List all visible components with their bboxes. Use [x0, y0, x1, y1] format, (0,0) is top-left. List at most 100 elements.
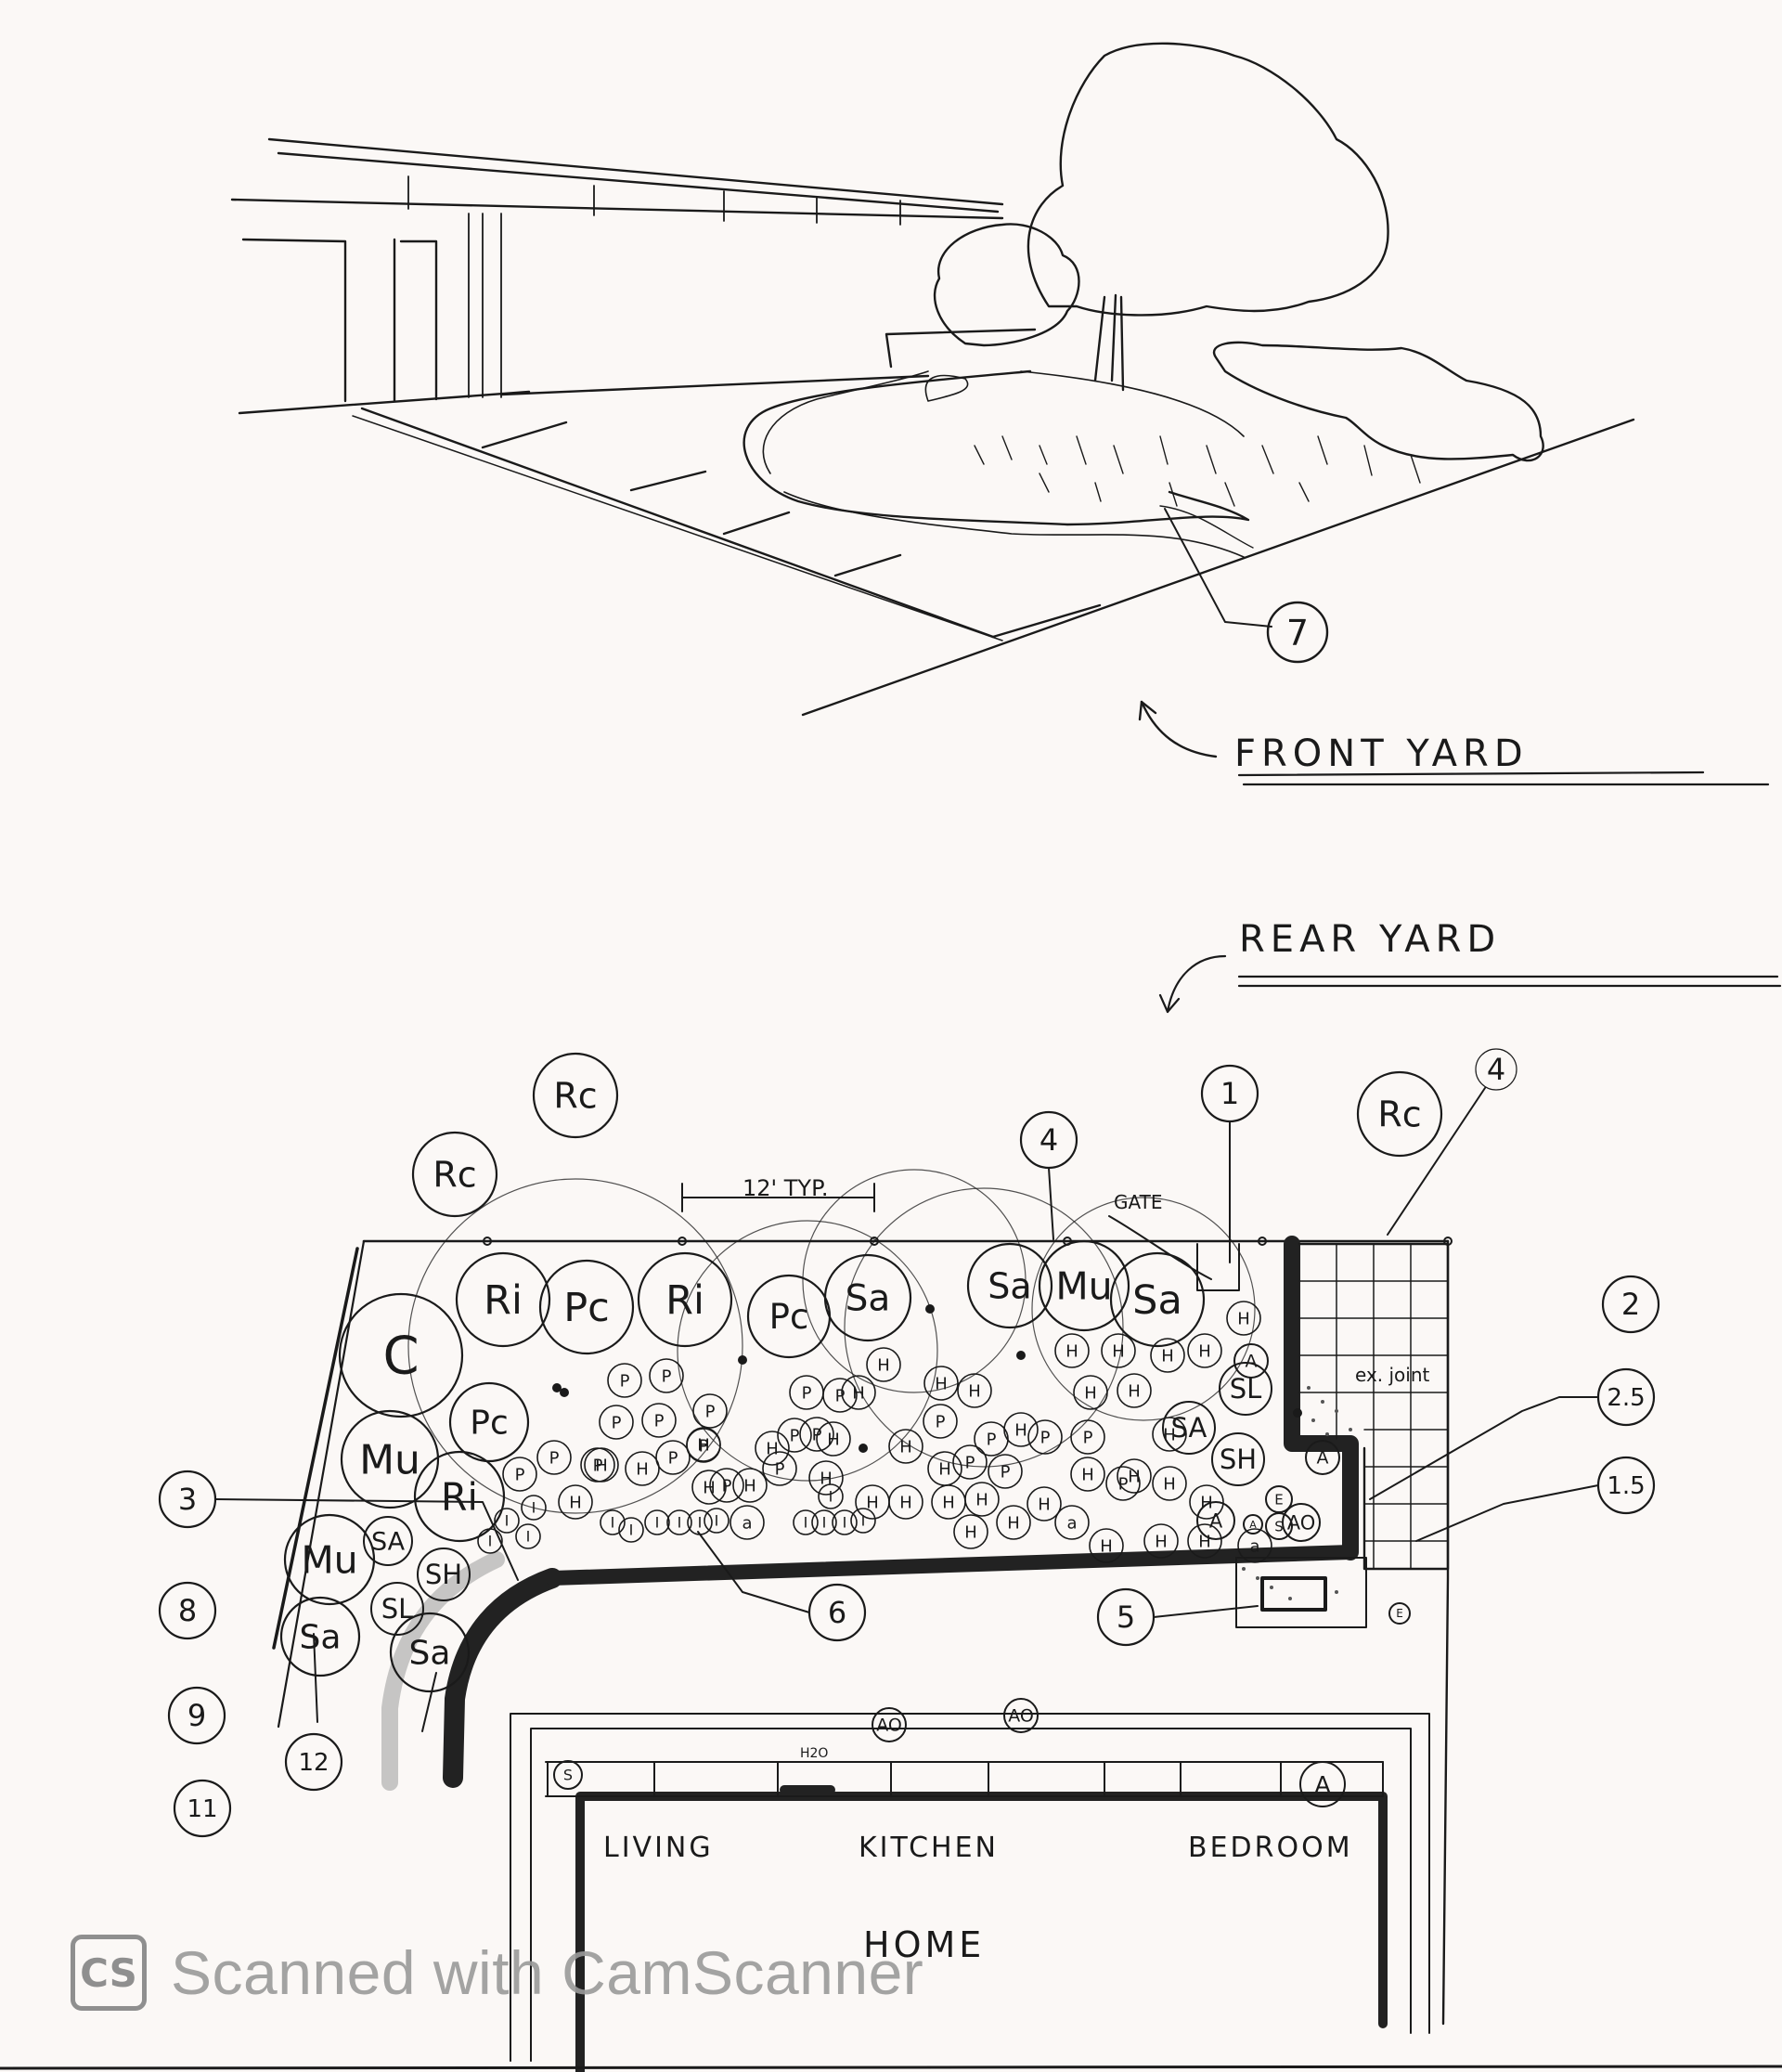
callout-leader-8 [697, 1531, 810, 1613]
plant-small-54-label: H [1007, 1513, 1020, 1533]
plant-small-57: H [855, 1484, 890, 1520]
plant-small-51-label: H [1198, 1532, 1211, 1551]
plant-medium-3-label: SL [1230, 1373, 1262, 1405]
plant-small-30-label: H [766, 1439, 779, 1458]
plant-large-4-label: C [382, 1327, 419, 1387]
rear-yard-title-text: REAR YARD [1239, 918, 1501, 961]
plant-small-45-label: H [1084, 1383, 1097, 1403]
callout-3: 2 [1601, 1275, 1660, 1334]
plant-medium-17: E [1388, 1602, 1411, 1625]
plant-large-18-label: Sa [409, 1635, 451, 1673]
callout-14-label: 12 [298, 1749, 329, 1777]
plant-small-73-label: I [822, 1514, 827, 1532]
plant-medium-12-label: AO [1008, 1706, 1034, 1727]
plant-medium-14: S [553, 1760, 583, 1790]
callout-leader-5 [1048, 1167, 1054, 1240]
boulder-dot-7 [1293, 1408, 1302, 1418]
plant-large-5: Ri [455, 1251, 551, 1348]
home-label: HOME [863, 1924, 985, 1965]
plant-small-77-label: a [742, 1513, 752, 1533]
plant-large-9: Sa [823, 1253, 912, 1342]
plant-small-15: P [777, 1418, 812, 1453]
h2o-label: H2O [800, 1746, 828, 1761]
plant-small-4-label: P [654, 1411, 665, 1431]
plant-small-71: I [704, 1508, 730, 1534]
plant-small-52: H [1143, 1523, 1179, 1559]
plant-medium-7: A [1233, 1343, 1269, 1379]
plant-medium-8: A [1305, 1440, 1340, 1475]
plant-small-59: H [1070, 1457, 1105, 1492]
plant-medium-18-label: A [1249, 1519, 1257, 1531]
plant-large-3-label: Rc [1377, 1094, 1421, 1134]
plant-large-11-label: Mu [1055, 1263, 1112, 1308]
plant-small-72: I [793, 1509, 819, 1535]
plant-small-10-label: P [668, 1448, 678, 1468]
plant-small-48-label: H [1128, 1467, 1141, 1486]
plant-small-46-label: H [1128, 1381, 1141, 1401]
plant-small-21: P [1105, 1466, 1141, 1501]
callout-13: 11 [173, 1779, 232, 1838]
plant-small-50: H [1189, 1484, 1224, 1520]
plant-small-28-label: H [703, 1478, 716, 1497]
callout-7-label: 4 [1040, 1122, 1058, 1158]
plant-large-1: Rc [532, 1052, 619, 1139]
callout-6: 3 [158, 1470, 217, 1529]
plant-small-27-label: H [569, 1493, 582, 1512]
plant-medium-13-label: A [1314, 1771, 1330, 1798]
plant-small-36: H [888, 1429, 923, 1464]
plant-small-40: H [1003, 1412, 1039, 1447]
plant-large-17: Sa [279, 1596, 361, 1677]
plant-large-5-label: Ri [484, 1277, 523, 1324]
plant-large-6-label: Pc [563, 1285, 610, 1331]
plant-small-58: H [808, 1460, 844, 1496]
plant-small-44: H [1187, 1333, 1222, 1368]
plant-medium-3: SL [1219, 1362, 1272, 1416]
callout-2: 1 [1200, 1064, 1259, 1123]
plant-small-26-label: H [636, 1459, 649, 1479]
plant-small-43: H [1150, 1338, 1185, 1373]
plant-small-8-label: P [549, 1448, 560, 1468]
callout-leader-4 [214, 1498, 519, 1581]
plant-small-49: H [1152, 1466, 1187, 1501]
plant-small-7: P [502, 1457, 537, 1492]
plant-medium-6-label: SH [425, 1559, 462, 1590]
canopy-outline-2 [677, 1220, 938, 1482]
gate-label: GATE [1114, 1191, 1162, 1213]
plant-small-61: H [1226, 1301, 1261, 1336]
plant-small-53-label: H [1100, 1536, 1113, 1556]
callout-11-label: 8 [178, 1593, 197, 1628]
plant-small-37: H [888, 1484, 923, 1520]
plant-medium-7-label: A [1246, 1352, 1258, 1372]
boulder-dot-6 [859, 1444, 868, 1453]
room-bedroom: BEDROOM [1188, 1832, 1353, 1864]
plant-small-38-label: H [938, 1459, 951, 1479]
plant-small-12-label: P [802, 1383, 812, 1403]
camscanner-logo-icon: CS [71, 1935, 147, 2011]
canopy-outline-1 [407, 1178, 743, 1514]
plant-small-66: I [600, 1509, 626, 1535]
boulder-dot-5 [1016, 1351, 1026, 1360]
plant-small-69-label: I [678, 1514, 682, 1532]
callout-leader-10 [421, 1672, 437, 1732]
callout-leader-2 [1369, 1396, 1599, 1500]
plant-small-3: P [599, 1405, 634, 1440]
plant-small-49-label: H [1163, 1474, 1176, 1494]
plant-medium-1: SA [1162, 1401, 1216, 1455]
plant-large-15: Ri [413, 1450, 506, 1543]
plant-small-31: H [816, 1421, 851, 1457]
plant-small-21-label: P [1118, 1474, 1129, 1494]
plant-small-20-label: P [1083, 1428, 1093, 1447]
plant-medium-2: SH [1211, 1432, 1265, 1486]
plant-large-15-label: Ri [441, 1474, 478, 1519]
plant-small-69: I [666, 1509, 692, 1535]
plant-small-33-label: H [877, 1355, 890, 1375]
plant-small-58-label: H [820, 1469, 833, 1488]
plant-large-14-label: Pc [470, 1405, 509, 1443]
plant-large-8-label: Pc [769, 1297, 809, 1337]
plant-small-20: P [1070, 1419, 1105, 1455]
plant-small-79-label: a [1249, 1536, 1259, 1556]
plant-small-5-label: P [705, 1402, 716, 1421]
callout-11: 8 [158, 1581, 217, 1640]
